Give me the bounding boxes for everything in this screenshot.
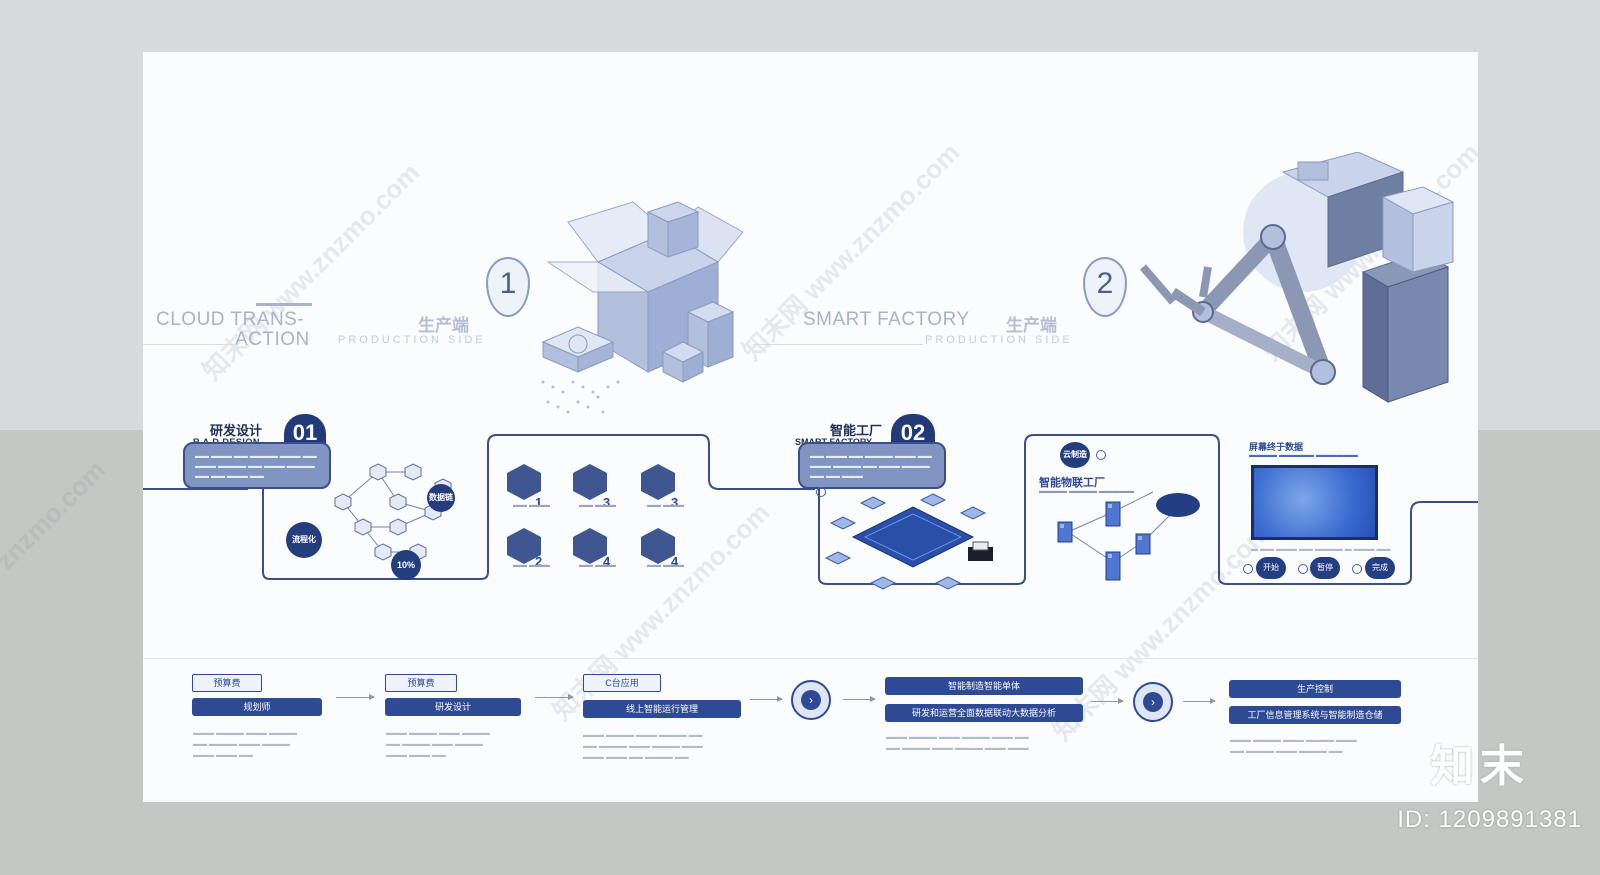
- connector-dot-icon: [1243, 564, 1253, 574]
- step-hex-5: [573, 528, 607, 564]
- connector-dot-icon: [816, 487, 826, 497]
- title-accent-line: [256, 303, 312, 306]
- section1-description: ▬▬ ▬▬▬ ▬▬ ▬▬▬▬ ▬▬▬ ▬▬ ▬▬▬ ▬▬▬▬ ▬▬ ▬▬▬ ▬▬…: [183, 442, 331, 489]
- screen-subtitle: ▬▬▬▬ ▬▬▬▬▬ ▬▬▬▬▬▬: [1249, 452, 1358, 459]
- flow-arrow-icon: [535, 694, 574, 700]
- step-num-4: 2: [535, 554, 543, 569]
- col2-bar: 研发设计: [385, 698, 521, 716]
- start-button[interactable]: 开始: [1256, 557, 1286, 579]
- step-label: ▬▬ ▬▬▬: [579, 562, 616, 569]
- connector-dot-icon: [1096, 450, 1106, 460]
- brand-logo: 知末: [1430, 742, 1530, 791]
- step-num-5: 4: [603, 554, 611, 569]
- section2-cn-title: 智能工厂: [830, 423, 883, 438]
- complete-button[interactable]: 完成: [1365, 557, 1395, 579]
- hex-network-diagram: [334, 463, 452, 561]
- flow-arrow-icon: [843, 696, 876, 702]
- col5-bar1: 生产控制: [1229, 680, 1401, 698]
- col4-bar1: 智能制造智能单体: [885, 677, 1083, 695]
- smart-platform-illustration: [824, 493, 993, 590]
- connector-dot-icon: [1352, 564, 1362, 574]
- col2-tag: 预算费: [385, 674, 457, 692]
- infographic-panel: 知末网 www.znzmo.com 知末网 www.znzmo.com 知末网 …: [143, 52, 1478, 802]
- col1-desc: ▬▬▬ ▬▬▬▬ ▬▬▬ ▬▬▬▬▬▬ ▬▬▬▬ ▬▬▬ ▬▬▬▬▬▬▬ ▬▬▬…: [193, 730, 297, 759]
- right-title: SMART FACTORY: [803, 309, 970, 330]
- col3-bar: 线上智能运行管理: [583, 700, 741, 718]
- col4-desc: ▬▬▬ ▬▬▬▬ ▬▬▬ ▬▬▬▬ ▬▬▬ ▬▬▬▬ ▬▬▬▬ ▬▬▬ ▬▬▬▬…: [886, 734, 1029, 752]
- col4-bar2: 研发和运营全面数据联动大数据分析: [885, 704, 1083, 722]
- robot-arm-illustration: [1139, 152, 1455, 403]
- left-title-line2: ACTION: [235, 329, 310, 350]
- col3-tag: C台应用: [583, 674, 661, 692]
- network-subtitle: ▬▬▬▬ ▬▬▬▬ ▬▬▬▬▬: [1039, 488, 1134, 495]
- step-hex-6: [641, 528, 675, 564]
- next-step-button[interactable]: ›: [791, 680, 831, 720]
- step-label: ▬▬ ▬▬▬: [647, 502, 684, 509]
- header-divider-right: [753, 344, 923, 345]
- right-sub-label: PRODUCTION SIDE: [925, 334, 1073, 346]
- bottom-divider: [143, 658, 1478, 659]
- step-hex-1: [507, 464, 541, 500]
- next-step-button[interactable]: ›: [1133, 682, 1173, 722]
- chevron-right-icon: ›: [1143, 692, 1163, 712]
- pause-button[interactable]: 暂停: [1310, 557, 1340, 579]
- badge-data: 数据链: [427, 484, 455, 512]
- left-cn-label: 生产端: [418, 316, 469, 335]
- step-hex-3: [641, 464, 675, 500]
- left-title-line1: CLOUD TRANS-: [156, 309, 305, 330]
- col5-desc: ▬▬▬ ▬▬▬▬ ▬▬▬ ▬▬▬▬ ▬▬▬▬▬ ▬▬▬▬ ▬▬▬ ▬▬▬▬ ▬▬: [1230, 737, 1357, 755]
- step-num-1: 1: [535, 495, 543, 510]
- section1-cn-title: 研发设计: [210, 423, 263, 438]
- network-illustration: [1057, 491, 1200, 581]
- step-label: ▬▬ ▬▬▬: [513, 562, 550, 569]
- connector-dot-icon: [1298, 564, 1308, 574]
- open-box-illustration: [541, 201, 744, 414]
- section2-description: ▬▬ ▬▬▬ ▬▬ ▬▬▬▬ ▬▬▬ ▬▬ ▬▬▬ ▬▬▬▬ ▬▬ ▬▬▬ ▬▬…: [798, 442, 946, 489]
- step-label: ▬▬ ▬▬▬: [579, 502, 616, 509]
- badge-process: 流程化: [286, 522, 322, 558]
- step-label: ▬▬ ▬▬▬: [647, 562, 684, 569]
- flow-arrow-icon: [336, 694, 375, 700]
- watermark: znzmo.com: [0, 454, 112, 576]
- col5-bar2: 工厂信息管理系统与智能制造仓储: [1229, 706, 1401, 724]
- col1-bar: 规划师: [192, 698, 322, 716]
- step-label: ▬▬ ▬▬▬: [513, 502, 550, 509]
- chevron-right-icon: ›: [801, 690, 821, 710]
- left-sub-label: PRODUCTION SIDE: [338, 334, 486, 346]
- network-title: 智能物联工厂: [1039, 477, 1105, 489]
- step-hex-4: [507, 528, 541, 564]
- step-num-3: 3: [671, 495, 679, 510]
- header-divider-left: [143, 344, 238, 345]
- col3-desc: ▬▬▬ ▬▬▬▬ ▬▬▬ ▬▬▬▬ ▬▬▬▬ ▬▬▬▬ ▬▬▬ ▬▬▬▬ ▬▬▬…: [583, 732, 703, 761]
- screen-dots: ▬ ▬▬ ▬▬▬ ▬▬ ▬▬▬▬ ▬ ▬▬▬ ▬▬: [1251, 546, 1391, 553]
- col2-desc: ▬▬▬ ▬▬▬▬ ▬▬▬ ▬▬▬▬▬▬ ▬▬▬▬ ▬▬▬ ▬▬▬▬▬▬▬ ▬▬▬…: [386, 730, 490, 759]
- step-hex-2: [573, 464, 607, 500]
- flow-line: [143, 434, 1478, 585]
- right-cn-label: 生产端: [1006, 316, 1057, 335]
- step-num-2: 3: [603, 495, 611, 510]
- flow-arrow-icon: [1183, 698, 1216, 704]
- badge-percent: 10%: [391, 550, 421, 580]
- flow-arrow-icon: [1091, 698, 1124, 704]
- marker-2-icon: 2: [1083, 257, 1127, 317]
- image-id: ID: 1209891381: [1397, 806, 1582, 833]
- marker-1-icon: 1: [486, 257, 530, 317]
- monitor-screen: [1251, 465, 1378, 540]
- step-num-6: 4: [671, 554, 679, 569]
- col1-tag: 预算费: [192, 674, 262, 692]
- flow-arrow-icon: [750, 696, 783, 702]
- cloud-badge: 云制造: [1060, 442, 1090, 468]
- screen-title: 屏幕终于数据: [1249, 442, 1304, 452]
